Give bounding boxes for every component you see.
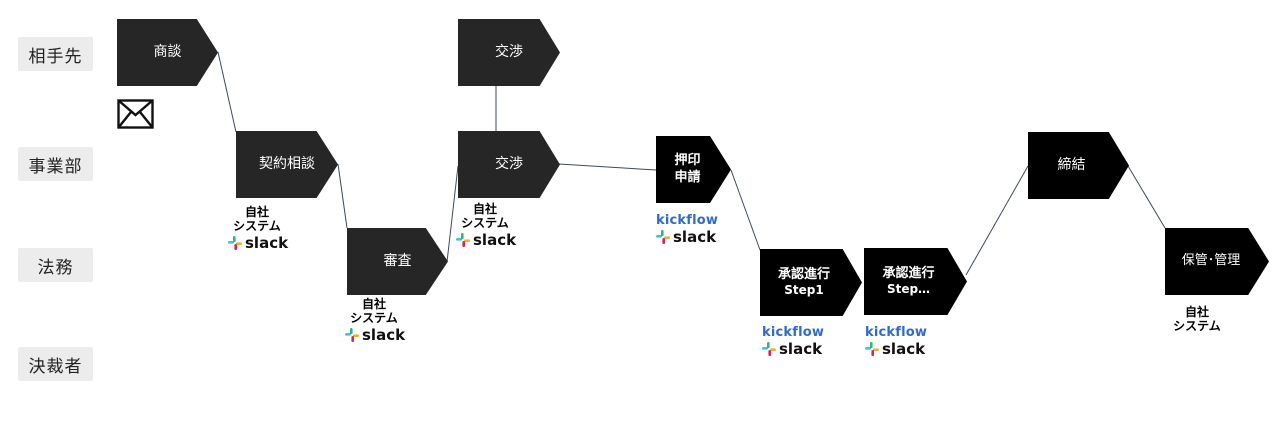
slack-logo-icon [228, 235, 242, 250]
connector-line [558, 163, 657, 171]
step-review: 審査 [347, 228, 448, 295]
kickflow-logo: kickflow [865, 325, 928, 340]
connector-line [446, 165, 459, 263]
in-house-system-label: 自社 システム [228, 205, 286, 234]
in-house-system-line1: 自社 [244, 205, 269, 219]
slack-wordmark: slack [882, 340, 926, 358]
mail-icon [117, 99, 154, 129]
connector-line [730, 169, 761, 251]
slack-logo: slack [865, 340, 925, 358]
step-label: 保管･管理 [1181, 253, 1241, 269]
lane-label-approver: 決裁者 [18, 347, 93, 381]
lane-label-legal: 法務 [18, 248, 93, 282]
kickflow-logo: kickflow [762, 325, 825, 340]
step-negotiation-business: 交渉 [458, 131, 560, 198]
step-label: 交渉 [495, 155, 523, 172]
in-house-system-line1: 自社 [361, 297, 386, 311]
slack-logo-icon [762, 342, 776, 356]
in-house-system-label: 自社 システム [1168, 305, 1226, 334]
slack-wordmark: slack [473, 230, 517, 249]
slack-logo: slack [656, 228, 716, 246]
slack-logo: slack [762, 340, 822, 358]
in-house-system-line1: 自社 [1184, 305, 1209, 319]
slack-wordmark: slack [779, 340, 823, 358]
step-label-line1: 押印 [674, 153, 701, 169]
in-house-system-line2: システム [350, 311, 398, 326]
connector-line [217, 51, 237, 133]
step-label-line1: 承認進行 [882, 265, 935, 281]
connector-line [337, 163, 348, 229]
slack-wordmark: slack [362, 325, 406, 344]
in-house-system-line2: システム [1173, 319, 1221, 334]
slack-logo-icon [656, 230, 670, 244]
step-storage-management: 保管･管理 [1165, 228, 1269, 295]
step-label-line1: 承認進行 [777, 266, 830, 282]
step-label: 商談 [153, 43, 182, 60]
step-label: 締結 [1057, 156, 1086, 173]
slack-logo: slack [456, 231, 516, 249]
step-negotiation-meeting: 商談 [117, 19, 218, 86]
step-negotiation-counterparty: 交渉 [458, 19, 560, 86]
step-approval-step1: 承認進行 Step1 [760, 249, 862, 316]
slack-logo-icon [456, 232, 470, 247]
slack-wordmark: slack [673, 228, 717, 246]
tool-group-storage: 自社 システム [1168, 305, 1226, 334]
tool-group-seal-request: kickflow slack [656, 213, 718, 246]
slack-logo-icon [865, 342, 879, 356]
lane-label-counterparty: 相手先 [18, 37, 93, 71]
in-house-system-line2: システム [461, 216, 509, 231]
slack-wordmark: slack [245, 233, 289, 252]
in-house-system-label: 自社 システム [345, 297, 403, 326]
tool-group-approval-step1: kickflow slack [762, 325, 824, 358]
step-label-line2: Step1 [784, 283, 824, 298]
step-label: 審査 [383, 252, 412, 269]
in-house-system-line1: 自社 [472, 202, 497, 216]
step-label: 交渉 [495, 43, 523, 60]
step-conclusion: 締結 [1028, 132, 1129, 199]
tool-group-negotiation: 自社 システム slack [456, 202, 516, 249]
slack-logo-icon [345, 327, 359, 342]
lane-label-business-division: 事業部 [18, 147, 93, 181]
step-label-line2: Step… [886, 282, 931, 297]
step-label-line2: 申請 [674, 169, 701, 185]
tool-group-contract-consultation: 自社 システム slack [228, 205, 288, 252]
connector-line [1127, 165, 1166, 229]
step-label: 契約相談 [259, 155, 315, 172]
slack-logo: slack [228, 234, 288, 252]
kickflow-logo: kickflow [656, 213, 719, 228]
slack-logo: slack [345, 326, 405, 344]
step-contract-consultation: 契約相談 [236, 131, 338, 198]
in-house-system-label: 自社 システム [456, 202, 514, 231]
tool-group-review: 自社 システム slack [345, 297, 405, 344]
step-approval-step-n: 承認進行 Step… [864, 248, 967, 315]
in-house-system-line2: システム [233, 219, 281, 234]
tool-group-approval-step-n: kickflow slack [865, 325, 927, 358]
connector-line [965, 165, 1029, 276]
